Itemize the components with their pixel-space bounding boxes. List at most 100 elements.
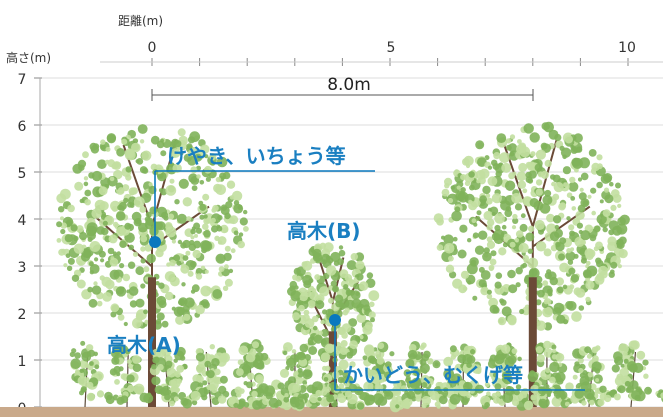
- leaf-cluster: [491, 211, 496, 217]
- leaf-cluster: [434, 362, 439, 367]
- leaf-cluster: [224, 264, 229, 269]
- leaf-cluster: [173, 396, 179, 402]
- leaf-cluster: [486, 391, 491, 397]
- leaf-cluster: [535, 149, 547, 160]
- leaf-cluster: [189, 131, 201, 143]
- leaf-cluster: [512, 213, 518, 220]
- leaf-cluster: [366, 272, 374, 279]
- leaf-cluster: [100, 139, 106, 145]
- leaf-cluster: [124, 222, 132, 230]
- leaf-cluster: [584, 346, 592, 354]
- x-tick-label: 10: [618, 40, 636, 56]
- leaf-cluster: [176, 306, 186, 316]
- leaf-cluster: [373, 373, 383, 383]
- leaf-cluster: [504, 209, 513, 218]
- leaf-cluster: [476, 368, 482, 375]
- leaf-cluster: [237, 240, 245, 249]
- leaf-cluster: [573, 133, 583, 143]
- leaf-cluster: [245, 352, 256, 363]
- leaf-cluster: [615, 182, 621, 189]
- leaf-cluster: [355, 260, 365, 270]
- leaf-cluster: [594, 225, 601, 232]
- leaf-cluster: [576, 222, 584, 229]
- leaf-cluster: [93, 281, 98, 286]
- leaf-cluster: [283, 396, 290, 403]
- leaf-cluster: [555, 394, 561, 399]
- leaf-cluster: [626, 385, 635, 393]
- leaf-cluster: [142, 167, 149, 174]
- leaf-cluster: [120, 373, 128, 380]
- leaf-cluster: [574, 361, 580, 367]
- leaf-cluster: [529, 198, 539, 208]
- leaf-cluster: [222, 227, 229, 233]
- leaf-cluster: [501, 162, 512, 173]
- leaf-cluster: [203, 230, 211, 238]
- leaf-cluster: [226, 180, 236, 189]
- leaf-cluster: [522, 262, 528, 268]
- leaf-cluster: [156, 312, 165, 321]
- leaf-cluster: [487, 176, 498, 187]
- leaf-cluster: [618, 343, 629, 355]
- leaf-cluster: [454, 169, 459, 174]
- leaf-cluster: [61, 248, 66, 254]
- leaf-cluster: [303, 392, 310, 399]
- leaf-cluster: [603, 173, 613, 183]
- leaf-cluster: [602, 209, 611, 218]
- leaf-cluster: [508, 284, 518, 294]
- leaf-cluster: [409, 380, 419, 389]
- leaf-cluster: [560, 147, 572, 158]
- shrub-foliage: [362, 341, 395, 398]
- leaf-cluster: [292, 312, 301, 321]
- leaf-cluster: [356, 273, 364, 281]
- leaf-cluster: [89, 142, 98, 151]
- leaf-cluster: [91, 285, 102, 295]
- leaf-cluster: [555, 371, 566, 383]
- leaf-cluster: [140, 258, 146, 264]
- leaf-cluster: [279, 368, 290, 378]
- leaf-cluster: [251, 390, 258, 398]
- leaf-cluster: [75, 369, 80, 375]
- leaf-cluster: [308, 346, 318, 355]
- leaf-cluster: [155, 281, 160, 286]
- leaf-cluster: [454, 380, 459, 385]
- leaf-cluster: [660, 392, 663, 399]
- shrub-foliage: [487, 342, 522, 389]
- leaf-cluster: [358, 281, 369, 291]
- leaf-cluster: [60, 222, 67, 229]
- leaf-cluster: [201, 394, 208, 401]
- leaf-cluster: [222, 171, 231, 180]
- leaf-cluster: [611, 364, 620, 373]
- leaf-cluster: [619, 214, 630, 225]
- leaf-cluster: [309, 291, 319, 301]
- leaf-cluster: [350, 253, 358, 261]
- leaf-cluster: [579, 187, 584, 192]
- leaf-cluster: [514, 203, 523, 211]
- leaf-cluster: [148, 182, 153, 187]
- leaf-cluster: [588, 149, 597, 157]
- leaf-cluster: [318, 330, 323, 336]
- leaf-cluster: [195, 352, 205, 362]
- leaf-cluster: [591, 210, 596, 216]
- leaf-cluster: [602, 226, 608, 233]
- leaf-cluster: [483, 247, 490, 254]
- leaf-cluster: [140, 246, 146, 252]
- leaf-cluster: [206, 370, 215, 379]
- leaf-cluster: [109, 176, 115, 182]
- leaf-cluster: [320, 319, 325, 325]
- leaf-cluster: [535, 299, 542, 306]
- shrub-foliage: [192, 344, 230, 395]
- leaf-cluster: [222, 285, 229, 291]
- leaf-cluster: [527, 248, 533, 254]
- y-tick-label: 1: [18, 354, 27, 370]
- leaf-cluster: [237, 359, 244, 366]
- leaf-cluster: [591, 346, 599, 354]
- leaf-cluster: [63, 263, 68, 268]
- leaf-cluster: [144, 219, 155, 230]
- callout-b-leader: [329, 314, 585, 391]
- leaf-cluster: [463, 155, 474, 166]
- tree: [433, 121, 630, 407]
- leaf-cluster: [215, 184, 227, 196]
- leaf-cluster: [542, 195, 553, 205]
- leaf-cluster: [558, 253, 565, 261]
- leaf-cluster: [363, 381, 374, 392]
